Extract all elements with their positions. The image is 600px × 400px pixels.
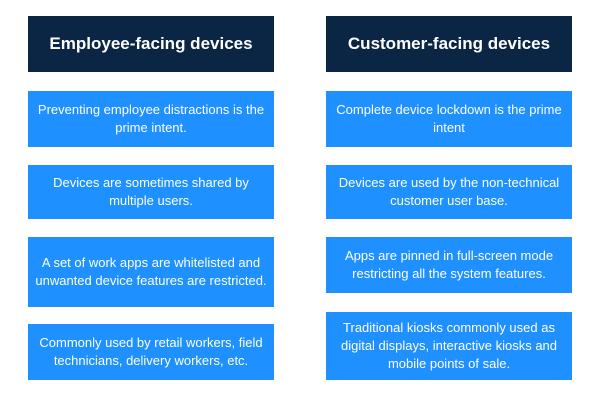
customer-card-users: Devices are used by the non-technical cu…	[326, 165, 572, 219]
customer-facing-header: Customer-facing devices	[326, 16, 572, 72]
employee-card-shared: Devices are sometimes shared by multiple…	[28, 165, 274, 219]
customer-card-intent: Complete device lockdown is the prime in…	[326, 91, 572, 147]
customer-card-apps: Apps are pinned in full-screen mode rest…	[326, 237, 572, 293]
customer-card-usage: Traditional kiosks commonly used as digi…	[326, 312, 572, 380]
employee-card-usage: Commonly used by retail workers, field t…	[28, 324, 274, 380]
employee-facing-header: Employee-facing devices	[28, 16, 274, 72]
employee-card-apps: A set of work apps are whitelisted and u…	[28, 237, 274, 307]
employee-card-intent: Preventing employee distractions is the …	[28, 91, 274, 147]
